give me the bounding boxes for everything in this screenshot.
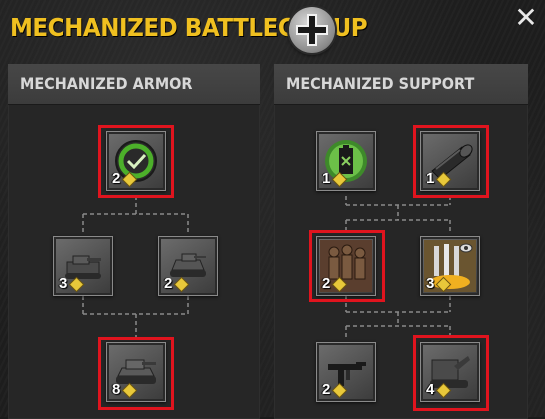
support-artillery-node[interactable]: 3 — [420, 236, 480, 296]
scope-icon — [431, 144, 473, 180]
infantry-squad-icon — [320, 240, 372, 292]
node-count: 1 — [426, 170, 435, 187]
armored-car-icon — [170, 253, 206, 277]
node-count: 3 — [426, 275, 435, 292]
support-squad-node[interactable]: 2 — [316, 236, 376, 296]
mechanized-support-label: MECHANIZED SUPPORT — [286, 74, 475, 93]
battery-icon — [325, 140, 367, 182]
node-count: 3 — [59, 275, 68, 292]
support-vehicle-node[interactable]: 4 — [420, 342, 480, 402]
support-battery-node[interactable]: 1 — [316, 131, 376, 191]
iron-cross-badge-icon — [289, 7, 335, 53]
armor-tank-right-node[interactable]: 2 — [158, 236, 218, 296]
node-count: 2 — [164, 275, 173, 292]
radar-sweep-icon — [115, 140, 157, 182]
halftrack-icon — [65, 255, 101, 279]
support-scope-node[interactable]: 1 — [420, 131, 480, 191]
armor-recon-node[interactable]: 2 — [106, 131, 166, 191]
machine-gun-icon — [328, 362, 366, 386]
node-count: 1 — [322, 170, 331, 187]
close-x-icon[interactable]: ✕ — [514, 1, 538, 34]
mechanized-armor-panel: MECHANIZED ARMOR — [8, 64, 260, 419]
node-count: 2 — [112, 170, 121, 187]
node-count: 2 — [322, 275, 331, 292]
heavy-tank-icon — [116, 359, 156, 384]
mechanized-armor-header: MECHANIZED ARMOR — [8, 64, 260, 105]
mechanized-support-header: MECHANIZED SUPPORT — [274, 64, 528, 105]
armor-heavy-node[interactable]: 8 — [106, 342, 166, 402]
support-vehicle-icon — [430, 356, 470, 388]
support-gun-node[interactable]: 2 — [316, 342, 376, 402]
mechanized-armor-label: MECHANIZED ARMOR — [20, 74, 193, 93]
mechanized-support-panel: MECHANIZED SUPPORT — [274, 64, 528, 419]
node-count: 4 — [426, 381, 435, 398]
armor-tank-left-node[interactable]: 3 — [53, 236, 113, 296]
node-count: 2 — [322, 381, 331, 398]
node-count: 8 — [112, 381, 121, 398]
